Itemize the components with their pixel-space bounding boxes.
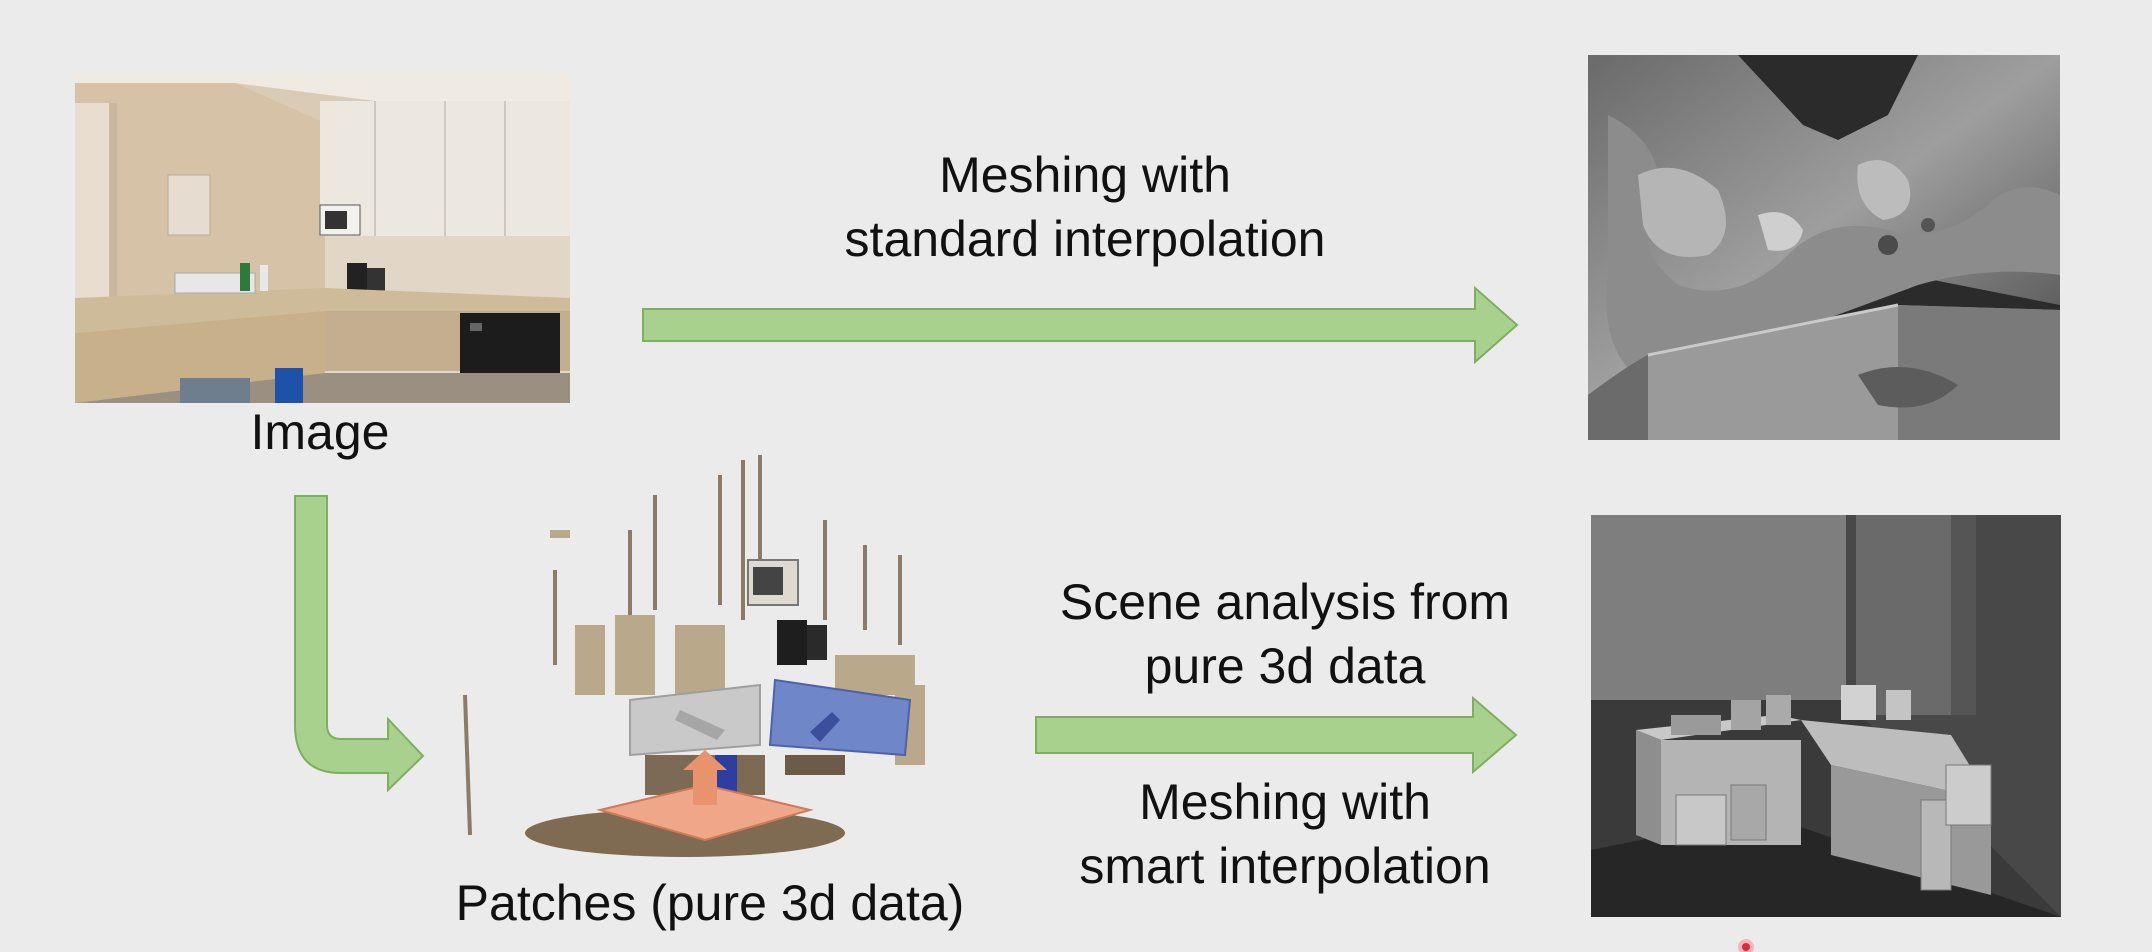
standard-meshing-arrow xyxy=(642,285,1519,365)
scene-analysis-label-line2: pure 3d data xyxy=(1144,638,1426,694)
standard-meshing-label-line1: Meshing with xyxy=(939,147,1231,203)
image-label: Image xyxy=(250,404,390,460)
smart-meshing-label-line1: Meshing with xyxy=(1139,774,1431,830)
image-to-patches-arrow xyxy=(294,495,425,793)
patches-label: Patches (pure 3d data) xyxy=(455,875,965,931)
smart-meshing-label-line2: smart interpolation xyxy=(1079,838,1491,894)
standard-meshing-label-line2: standard interpolation xyxy=(844,211,1326,267)
laser-pointer-icon xyxy=(1738,939,1754,952)
standard-mesh-render xyxy=(1588,55,2060,440)
kitchen-photo xyxy=(75,73,570,403)
smart-meshing-arrow xyxy=(1035,695,1518,775)
patches-point-cloud xyxy=(435,455,965,860)
smart-mesh-render xyxy=(1591,515,2061,917)
scene-analysis-label-line1: Scene analysis from xyxy=(1059,574,1511,630)
